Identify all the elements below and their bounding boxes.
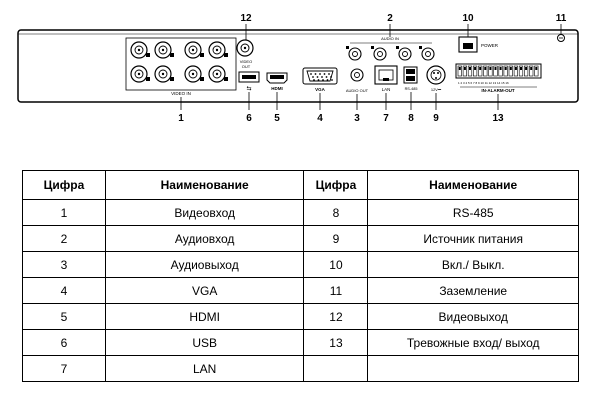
cell-name: Тревожные вход/ выход	[367, 329, 579, 356]
cell-number: 3	[22, 251, 106, 278]
cell-name: USB	[104, 329, 305, 356]
cell-name	[367, 355, 579, 382]
audio-out-jack: AUDIO OUT	[346, 68, 369, 93]
bnc-connector	[184, 65, 204, 83]
callout-5: 5	[274, 113, 280, 124]
alarm-terminal-block: 1 2 3 4 5 6 7 8 9 10 11 12 13 14 15 16 I…	[455, 63, 542, 93]
callout-1: 1	[178, 113, 184, 124]
rear-panel-diagram: VIDEO IN VIDEO OUT ⇆ HDMI VGA AUDIO IN A…	[0, 0, 600, 135]
power-in-label: 12V⎓	[431, 87, 442, 92]
callout-10: 10	[462, 13, 474, 24]
svg-text:⇆: ⇆	[246, 85, 251, 92]
cell-name: Аудиовход	[104, 225, 305, 252]
callout-lines	[180, 24, 562, 110]
header-name-1: Наименование	[104, 170, 305, 200]
cell-name: LAN	[104, 355, 305, 382]
usb-port: ⇆	[238, 71, 260, 92]
bnc-connector	[154, 41, 174, 59]
audio-in-jack	[419, 46, 435, 61]
bnc-connector	[130, 65, 150, 83]
audio-in-label: AUDIO IN	[381, 36, 399, 41]
cell-number: 11	[303, 277, 369, 304]
callout-3: 3	[354, 113, 360, 124]
header-number-2: Цифра	[303, 170, 369, 200]
bnc-connector	[154, 65, 174, 83]
callout-9: 9	[433, 113, 439, 124]
cell-number: 5	[22, 303, 106, 330]
callout-4: 4	[317, 113, 323, 124]
rs485-port: RS-485	[403, 66, 418, 91]
header-name-2: Наименование	[367, 170, 579, 200]
cell-number	[303, 355, 369, 382]
cell-name: RS-485	[367, 199, 579, 226]
callout-12: 12	[240, 13, 252, 24]
video-out-label: VIDEO	[240, 59, 252, 64]
cell-number: 13	[303, 329, 369, 356]
vga-port: VGA	[302, 67, 338, 92]
bnc-connector	[130, 41, 150, 59]
audio-in-jack	[371, 46, 387, 61]
cell-number: 7	[22, 355, 106, 382]
hdmi-port: HDMI	[266, 72, 288, 91]
cell-number: 2	[22, 225, 106, 252]
audio-in-group: AUDIO IN	[346, 36, 435, 61]
lan-label: LAN	[382, 87, 391, 92]
cell-name: Видеовход	[104, 199, 305, 226]
vga-label: VGA	[315, 87, 326, 92]
ground-screw	[557, 34, 565, 42]
video-in-label: VIDEO IN	[171, 91, 191, 96]
table-header-row: Цифра Наименование Цифра Наименование	[22, 170, 579, 200]
callout-2: 2	[387, 13, 393, 24]
cell-number: 4	[22, 277, 106, 304]
callout-7: 7	[383, 113, 389, 124]
power-input: 12V⎓	[426, 65, 446, 92]
header-number-1: Цифра	[22, 170, 106, 200]
cell-number: 6	[22, 329, 106, 356]
bnc-connector	[184, 41, 204, 59]
cell-name: Заземление	[367, 277, 579, 304]
alarm-label: IN-ALARM-OUT	[481, 88, 514, 93]
hdmi-label: HDMI	[271, 86, 283, 91]
cell-number: 1	[22, 199, 106, 226]
cell-number: 9	[303, 225, 369, 252]
cell-name: Вкл./ Выкл.	[367, 251, 579, 278]
cell-name: HDMI	[104, 303, 305, 330]
callout-11: 11	[556, 13, 567, 24]
svg-text:OUT: OUT	[242, 64, 251, 69]
cell-number: 10	[303, 251, 369, 278]
rs485-label: RS-485	[405, 87, 418, 91]
video-out-group: VIDEO OUT	[236, 39, 254, 69]
audio-in-jack	[396, 46, 412, 61]
video-in-group: VIDEO IN	[125, 37, 237, 96]
callout-13: 13	[492, 113, 504, 124]
svg-text:1 2 3 4 5 6 7 8 9 10 11 12 13: 1 2 3 4 5 6 7 8 9 10 11 12 13 14 15 16	[458, 81, 509, 85]
bnc-connector	[208, 41, 228, 59]
power-switch: POWER	[458, 36, 499, 53]
callout-numbers: 1 2 3 4 5 6 7 8 9 10 11 12 13	[178, 13, 567, 124]
audio-out-label: AUDIO OUT	[346, 88, 369, 93]
cell-name: Аудиовыход	[104, 251, 305, 278]
callout-8: 8	[408, 113, 414, 124]
power-switch-label: POWER	[481, 43, 499, 48]
cell-number: 12	[303, 303, 369, 330]
cell-name: Видеовыход	[367, 303, 579, 330]
cell-number: 8	[303, 199, 369, 226]
bnc-connector	[208, 65, 228, 83]
lan-port: LAN	[374, 65, 398, 92]
cell-name: VGA	[104, 277, 305, 304]
cell-name: Источник питания	[367, 225, 579, 252]
audio-in-jack	[346, 46, 362, 61]
callout-6: 6	[246, 113, 252, 124]
